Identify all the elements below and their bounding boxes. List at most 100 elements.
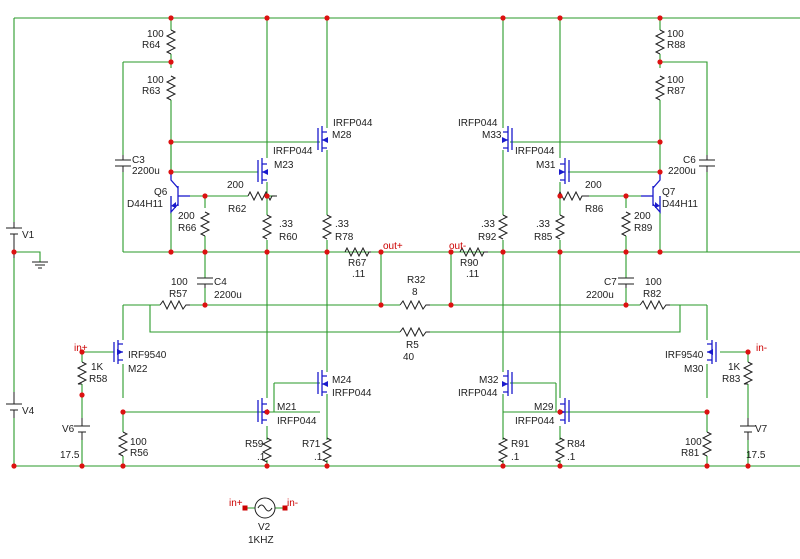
net-out-minus: out- bbox=[449, 241, 466, 252]
capacitors bbox=[115, 155, 715, 288]
resistor-R90 bbox=[459, 246, 488, 258]
resistor-R59 bbox=[261, 437, 273, 463]
label-R86-value: 200 bbox=[585, 180, 602, 191]
label-R63-value: 100 bbox=[147, 75, 164, 86]
resistor-R78 bbox=[321, 214, 333, 240]
label-R82: R82 bbox=[643, 289, 662, 300]
transistor-M22 bbox=[113, 340, 123, 364]
resistor-R86 bbox=[557, 190, 589, 202]
label-R88-value: 100 bbox=[667, 29, 684, 40]
resistor-R67 bbox=[344, 246, 371, 258]
label-M28: M28 bbox=[332, 130, 352, 141]
resistor-R91 bbox=[497, 437, 509, 463]
label-R85-value: .33 bbox=[536, 219, 550, 230]
label-R92: R92 bbox=[478, 232, 497, 243]
label-R66: R66 bbox=[178, 223, 197, 234]
net-in-plus: in+ bbox=[74, 343, 88, 354]
resistor-R87 bbox=[654, 75, 666, 101]
label-R89-value: 200 bbox=[634, 211, 651, 222]
label-R57: R57 bbox=[169, 289, 188, 300]
label-R90-value: .11 bbox=[466, 269, 480, 280]
label-V6: V6 bbox=[62, 424, 75, 435]
label-M32: M32 bbox=[479, 375, 499, 386]
resistor-R92 bbox=[497, 214, 509, 240]
labels: 100 R64 100 R63 100 R88 100 R87 C3 2200u… bbox=[22, 29, 768, 546]
label-R67: R67 bbox=[348, 258, 367, 269]
resistor-R57 bbox=[159, 299, 190, 311]
label-R71-value: .1 bbox=[314, 452, 323, 463]
label-R58-value: 1K bbox=[91, 362, 104, 373]
source-V2 bbox=[242, 497, 288, 519]
capacitor-C4 bbox=[197, 277, 213, 288]
label-C6-value: 2200u bbox=[668, 166, 696, 177]
label-V2-value: 1KHZ bbox=[248, 535, 274, 546]
label-M24: M24 bbox=[332, 375, 352, 386]
label-M32-value: IRFP044 bbox=[458, 388, 498, 399]
label-V4: V4 bbox=[22, 406, 35, 417]
label-R62: R62 bbox=[228, 204, 247, 215]
transistor-M24 bbox=[317, 370, 328, 396]
label-Q6: Q6 bbox=[154, 187, 168, 198]
label-V7: V7 bbox=[755, 424, 768, 435]
label-C3-value: 2200u bbox=[132, 166, 160, 177]
label-R87: R87 bbox=[667, 86, 686, 97]
label-R67-value: .11 bbox=[352, 269, 366, 280]
label-R82-value: 100 bbox=[645, 277, 662, 288]
label-R71: R71 bbox=[302, 439, 321, 450]
label-Q7-value: D44H11 bbox=[662, 199, 698, 210]
label-M23-value: IRFP044 bbox=[273, 146, 313, 157]
resistor-R85 bbox=[554, 214, 566, 240]
label-R62-value: 200 bbox=[227, 180, 244, 191]
label-Q6-value: D44H11 bbox=[127, 199, 163, 210]
label-R91: R91 bbox=[511, 439, 530, 450]
label-C7: C7 bbox=[604, 277, 617, 288]
resistor-R88 bbox=[654, 29, 666, 55]
transistor-Q6 bbox=[170, 172, 190, 214]
transistor-M28 bbox=[317, 126, 328, 152]
label-V1: V1 bbox=[22, 230, 35, 241]
label-R58: R58 bbox=[89, 374, 108, 385]
label-R64: R64 bbox=[142, 40, 161, 51]
capacitor-C6 bbox=[699, 155, 715, 172]
transistor-Q7 bbox=[641, 172, 661, 214]
label-R66-value: 200 bbox=[178, 211, 195, 222]
label-R84: R84 bbox=[567, 439, 586, 450]
label-R81: R81 bbox=[681, 448, 700, 459]
resistor-R84 bbox=[554, 437, 566, 463]
label-R60: R60 bbox=[279, 232, 298, 243]
wires bbox=[13, 17, 800, 509]
label-M33-value: IRFP044 bbox=[458, 118, 498, 129]
net-out-plus: out+ bbox=[383, 241, 403, 252]
label-R88: R88 bbox=[667, 40, 686, 51]
label-R60-value: .33 bbox=[279, 219, 293, 230]
net-in-minus: in- bbox=[756, 343, 767, 354]
label-R90: R90 bbox=[460, 258, 479, 269]
transistors bbox=[113, 126, 717, 424]
label-C4-value: 2200u bbox=[214, 290, 242, 301]
label-R78: R78 bbox=[335, 232, 354, 243]
label-M29: M29 bbox=[534, 402, 554, 413]
label-R63: R63 bbox=[142, 86, 161, 97]
label-R32-value: 8 bbox=[412, 287, 418, 298]
battery-V7 bbox=[740, 418, 756, 440]
capacitor-C3 bbox=[115, 155, 131, 172]
label-M30: M30 bbox=[684, 364, 704, 375]
label-M24-value: IRFP044 bbox=[332, 388, 372, 399]
batteries bbox=[6, 222, 756, 440]
transistor-M31 bbox=[559, 158, 570, 184]
resistor-R32 bbox=[399, 299, 430, 311]
label-R86: R86 bbox=[585, 204, 604, 215]
label-M29-value: IRFP044 bbox=[515, 416, 555, 427]
label-C6: C6 bbox=[683, 155, 696, 166]
resistors bbox=[76, 29, 754, 463]
resistor-R89 bbox=[620, 211, 632, 237]
label-M22: M22 bbox=[128, 364, 148, 375]
label-R5-value: 40 bbox=[403, 352, 415, 363]
label-C7-value: 2200u bbox=[586, 290, 614, 301]
label-M30-value: IRF9540 bbox=[665, 350, 704, 361]
label-R84-value: .1 bbox=[567, 452, 576, 463]
label-R5: R5 bbox=[406, 340, 419, 351]
resistor-R83 bbox=[742, 361, 754, 385]
label-C4: C4 bbox=[214, 277, 227, 288]
battery-V1 bbox=[6, 222, 22, 258]
